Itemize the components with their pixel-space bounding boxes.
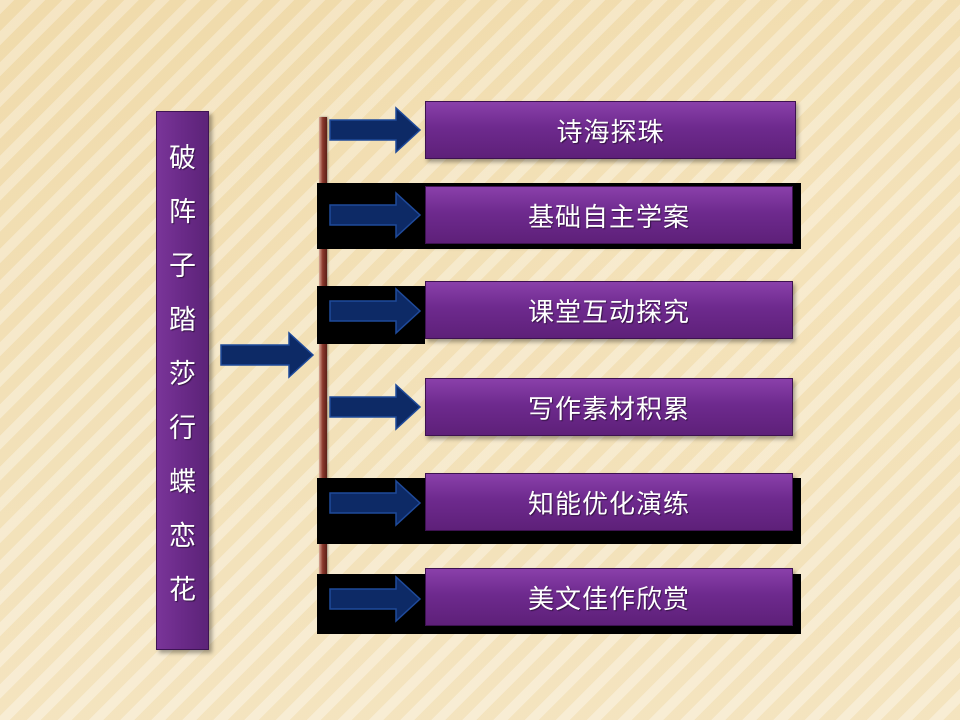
item-box-zhineng-youhua-yanlian[interactable]: 知能优化演练	[425, 473, 793, 531]
item-label: 诗海探珠	[556, 117, 665, 148]
title-char: 莎	[169, 359, 196, 390]
title-char: 踏	[169, 305, 196, 336]
item-box-meiwen-jiazuo-xinshang[interactable]: 美文佳作欣赏	[425, 568, 793, 626]
branch-arrow-icon	[329, 383, 422, 431]
branch-arrow-icon	[329, 191, 422, 239]
branch-arrow-icon	[329, 479, 422, 527]
title-box: 破 阵 子 踏 莎 行 蝶 恋 花	[156, 111, 209, 650]
item-label: 美文佳作欣赏	[527, 584, 690, 615]
item-label: 知能优化演练	[527, 489, 690, 520]
branch-arrow-icon	[329, 287, 422, 335]
title-char: 恋	[169, 521, 196, 552]
title-char: 行	[169, 413, 196, 444]
branch-arrow-icon	[329, 575, 422, 623]
title-char: 花	[169, 575, 196, 606]
item-box-jichu-zizhu-xuean[interactable]: 基础自主学案	[425, 186, 793, 244]
title-char: 破	[169, 143, 196, 174]
title-char: 蝶	[169, 467, 196, 498]
connector-bracket	[319, 117, 327, 583]
item-label: 写作素材积累	[527, 394, 690, 425]
item-label: 基础自主学案	[527, 202, 690, 233]
main-arrow-icon	[220, 331, 315, 379]
title-char: 阵	[169, 197, 196, 228]
item-label: 课堂互动探究	[527, 297, 690, 328]
item-box-ketang-hudong-tanjiu[interactable]: 课堂互动探究	[425, 281, 793, 339]
title-char: 子	[169, 251, 196, 282]
item-box-shihai-tanzhu[interactable]: 诗海探珠	[425, 101, 796, 159]
branch-arrow-icon	[329, 106, 422, 154]
item-box-xiezuo-sucai-jilei[interactable]: 写作素材积累	[425, 378, 793, 436]
